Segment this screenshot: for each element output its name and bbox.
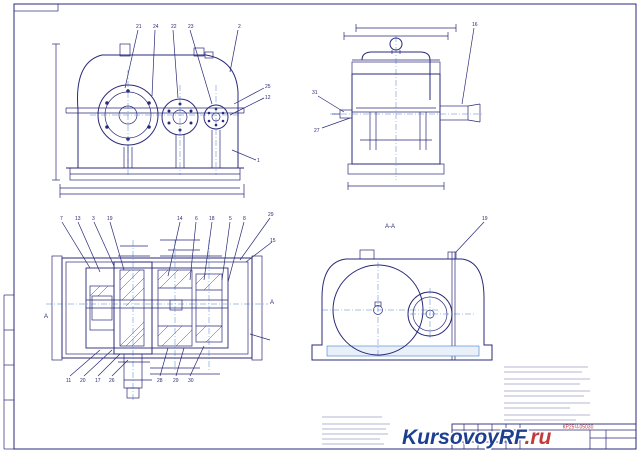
callout-plan: 29 — [173, 378, 179, 384]
callout-front: 24 — [153, 24, 159, 30]
callout-plan: 11 — [66, 378, 71, 384]
callout-plan: 15 — [270, 238, 276, 244]
callout-plan: 26 — [109, 378, 115, 384]
callout-plan: 5 — [229, 216, 232, 222]
callout-plan: 30 — [188, 378, 194, 384]
callout-section: 19 — [482, 216, 488, 222]
callout-plan: 29 — [268, 212, 274, 218]
callout-side: 27 — [314, 128, 320, 134]
callout-front: 23 — [188, 24, 194, 30]
callout-side: 16 — [472, 22, 478, 28]
watermark: KursovoyRF.ru KursovoyRF.ru — [401, 425, 554, 451]
plan-view — [46, 217, 273, 400]
front-view — [52, 29, 265, 198]
callout-front: 25 — [265, 84, 271, 90]
top-left-tab — [13, 3, 59, 12]
callout-plan: 3 — [92, 216, 95, 222]
callout-plan: 19 — [107, 216, 113, 222]
view-mark-right: А — [270, 300, 274, 306]
callout-plan: 18 — [209, 216, 215, 222]
callout-plan: 7 — [60, 216, 63, 222]
callout-plan: 6 — [195, 216, 198, 222]
sheet-frame — [13, 3, 637, 450]
section-view — [311, 221, 493, 361]
title-block — [451, 423, 637, 450]
side-view — [317, 24, 484, 190]
callout-front: 12 — [265, 95, 271, 101]
view-mark-left: А — [44, 314, 48, 320]
callout-plan: 14 — [177, 216, 183, 222]
callout-plan: 20 — [80, 378, 86, 384]
callout-plan: 13 — [75, 216, 81, 222]
section-label: А-А — [385, 224, 395, 230]
callout-plan: 28 — [157, 378, 163, 384]
watermark-text: KursovoyRF.ru — [402, 426, 552, 449]
stamp-code: КР25Ч-05030 — [563, 425, 594, 431]
tech-requirements — [322, 366, 590, 445]
callout-side: 31 — [312, 90, 318, 96]
svg-text:KursovoyRF.ru: KursovoyRF.ru — [402, 426, 552, 449]
callout-front: 22 — [171, 24, 177, 30]
callout-plan: 17 — [95, 378, 101, 384]
callout-front: 21 — [136, 24, 142, 30]
callout-plan: 8 — [243, 216, 246, 222]
callout-front: 1 — [257, 158, 260, 164]
callout-front: 2 — [238, 24, 241, 30]
